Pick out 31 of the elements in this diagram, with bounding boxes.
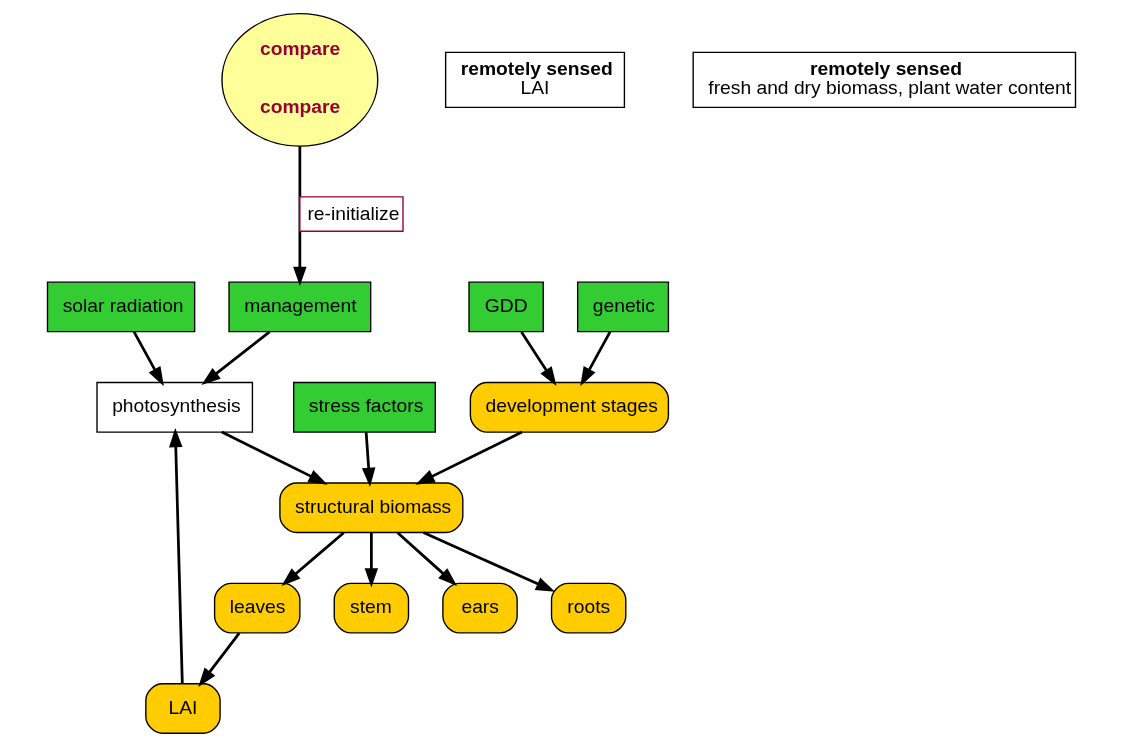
arrow [197, 632, 240, 687]
node-box: roots [550, 582, 626, 634]
node-box: photosynthesis [95, 381, 253, 433]
node-box: stress factors [292, 381, 436, 433]
arrow [168, 427, 184, 684]
edge-label: re-initialize [306, 202, 399, 224]
node-box: development stages [469, 381, 669, 433]
node-box: solar radiation [46, 281, 195, 333]
arrow [579, 331, 611, 387]
arrow [292, 146, 307, 287]
arrow [414, 430, 523, 485]
arrow [361, 432, 375, 488]
node-ellipse: compare compare [220, 12, 378, 147]
node-box: leaves [213, 582, 301, 634]
arrow [364, 532, 378, 588]
arrow [220, 430, 328, 485]
node-box: genetic [576, 281, 669, 333]
arrow [132, 331, 164, 387]
node-box: management [227, 281, 371, 333]
arrow [422, 531, 555, 592]
node-box: remotely sensed fresh and dry biomass, plant water content [692, 51, 1076, 109]
arrow [396, 531, 457, 587]
node-box: remotely sensed LAI [444, 51, 625, 109]
arrow [519, 331, 556, 386]
node-box: LAI [144, 683, 221, 734]
arrow [200, 330, 270, 386]
node-box: GDD [467, 281, 544, 333]
node-box: stem [333, 582, 409, 634]
arrow [280, 531, 345, 586]
node-box: structural biomass [278, 482, 463, 534]
node-box: ears [441, 582, 518, 634]
